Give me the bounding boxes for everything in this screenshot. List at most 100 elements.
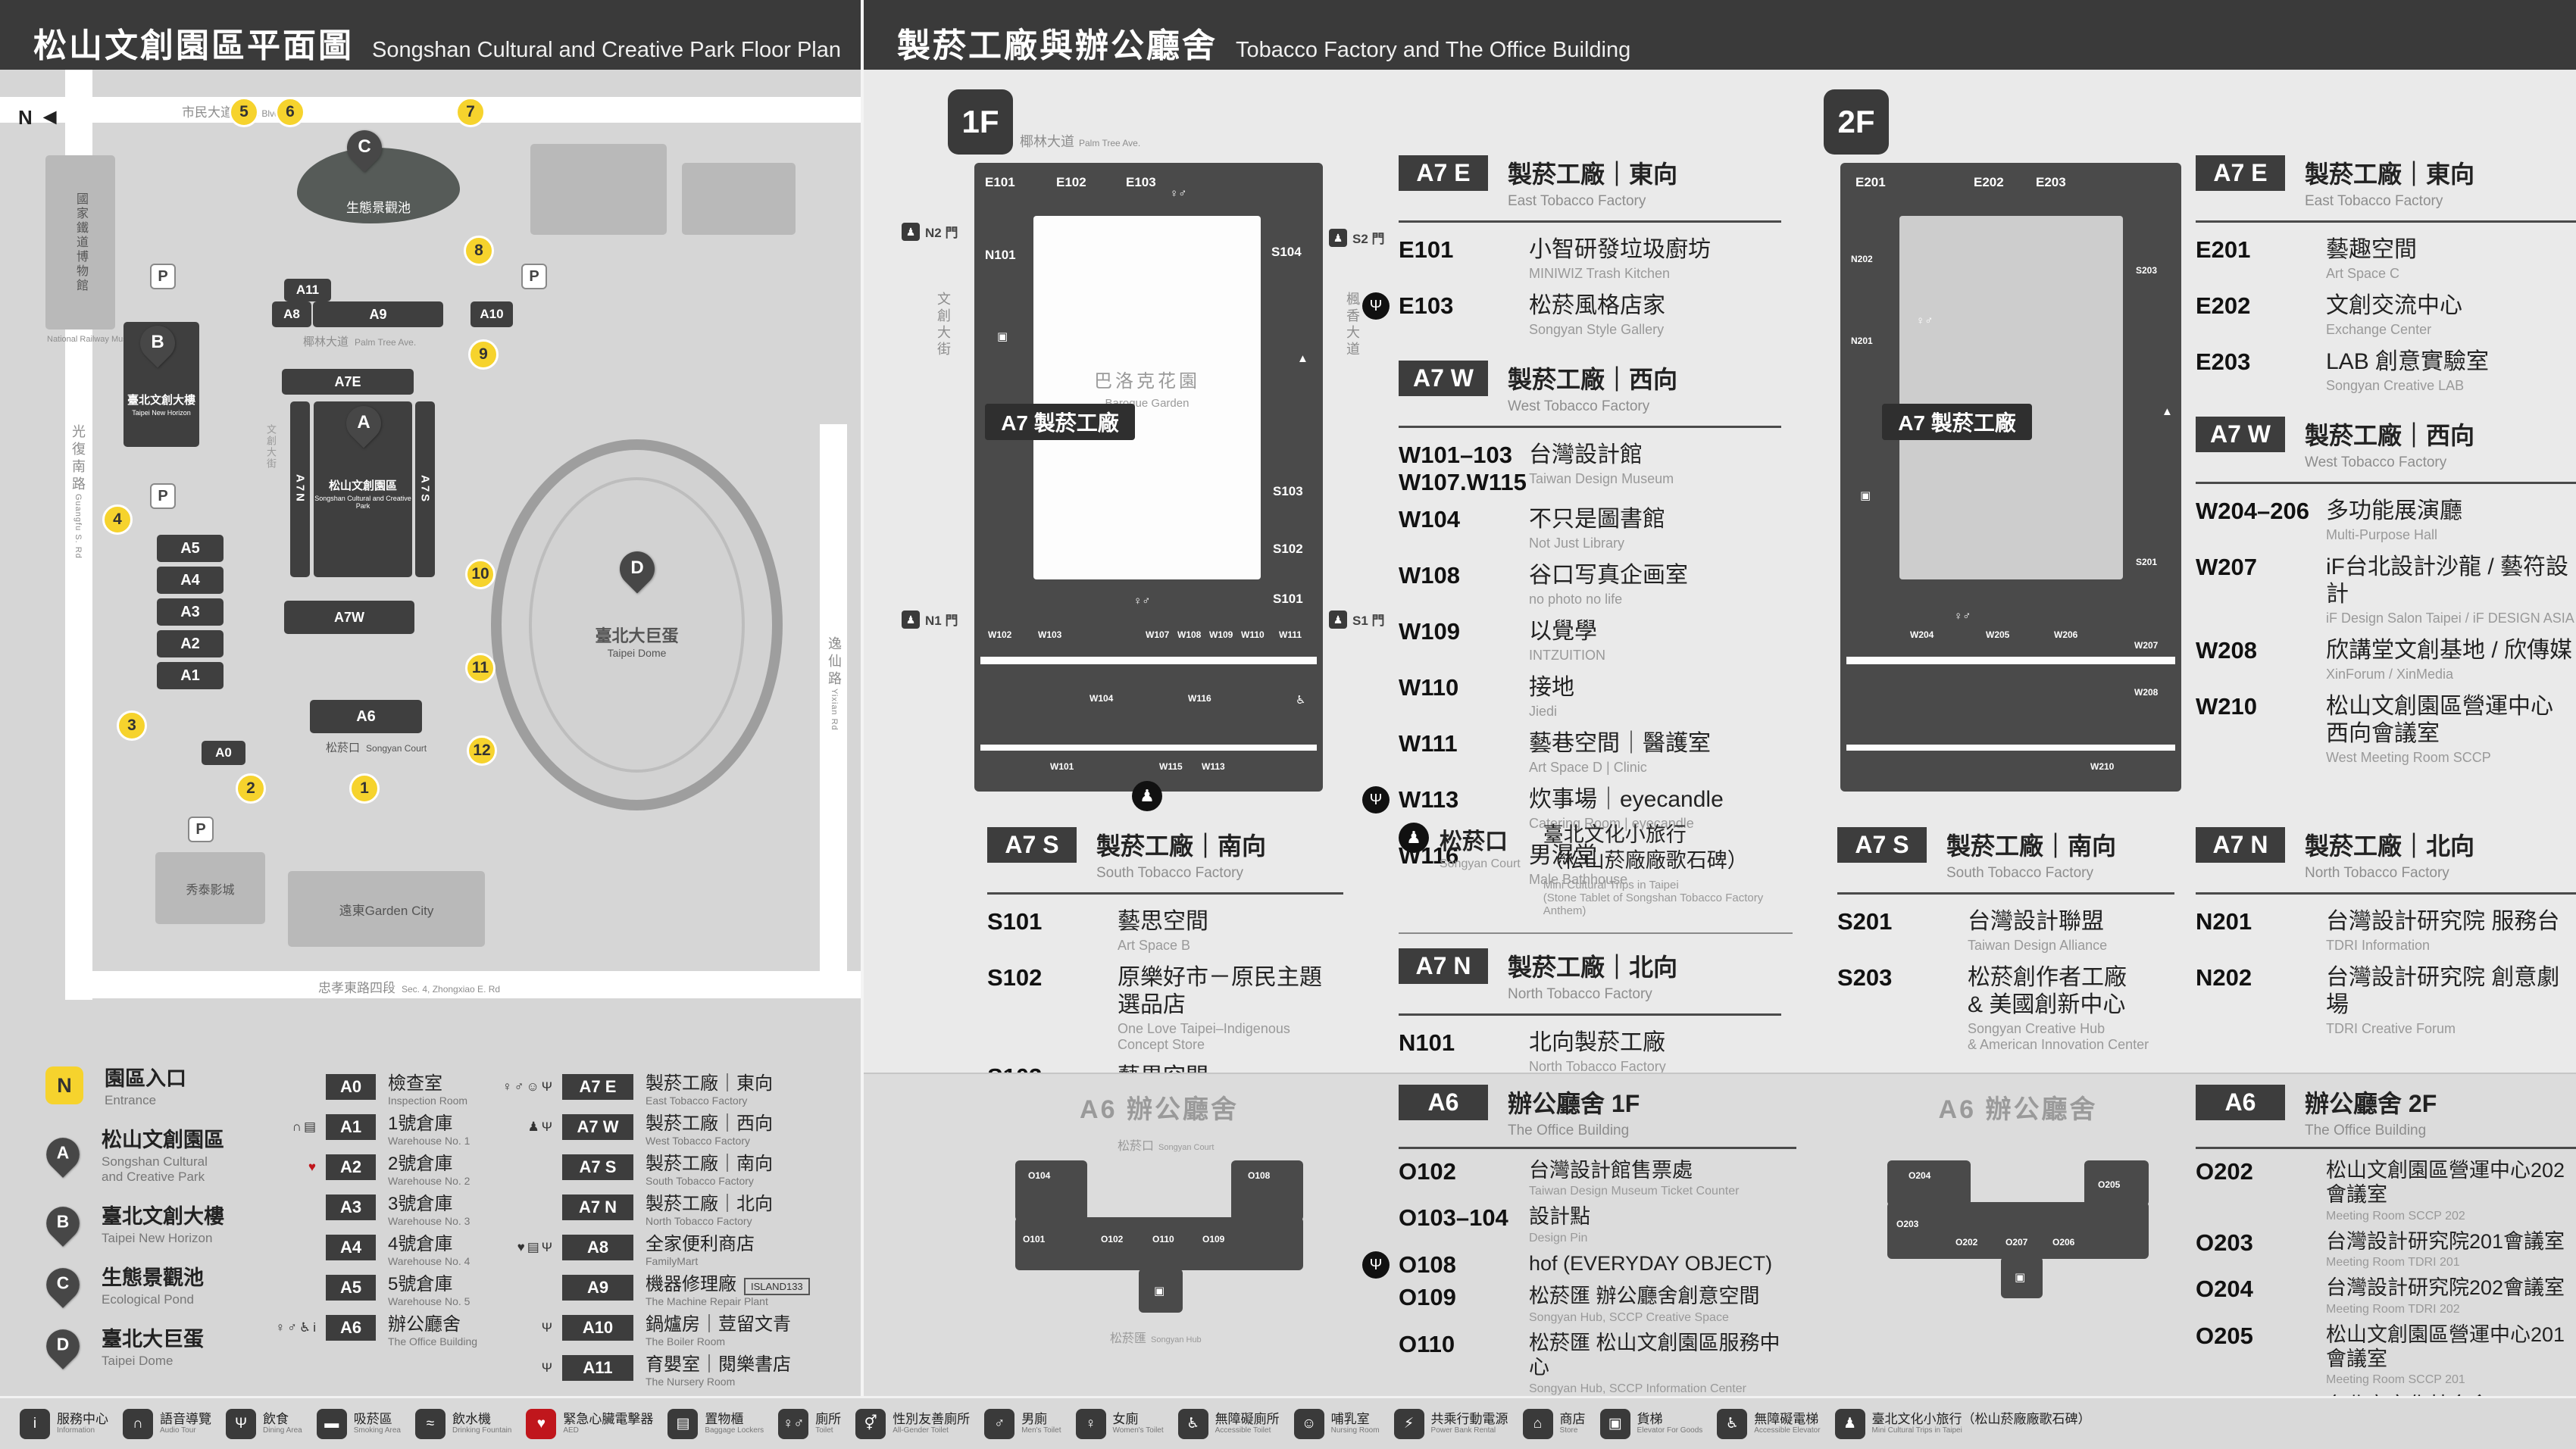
- left-header: 松山文創園區平面圖 Songshan Cultural and Creative…: [0, 0, 861, 70]
- plan-room-o110: O110: [1152, 1234, 1174, 1244]
- map-building-a9: A9: [313, 301, 443, 327]
- facility-zh: 女廁: [1112, 1412, 1139, 1427]
- floorplan-2f: A7 製菸工廠 E201 E202 E203 N202 N201 S203 S2…: [1840, 163, 2181, 792]
- room-name-zh: 台灣設計研究院202會議室: [2326, 1276, 2565, 1300]
- marker-4: 4: [102, 504, 133, 535]
- marker-6: 6: [275, 97, 305, 127]
- building-tag: A0: [326, 1074, 376, 1100]
- plan-room-w207: W207: [2134, 640, 2159, 651]
- section-title-zh: 製菸工廠｜南向: [1096, 832, 1267, 860]
- plan-room-n202: N202: [1851, 254, 1873, 264]
- room-name-en: Exchange Center: [2326, 322, 2432, 337]
- plan-room-s203: S203: [2136, 265, 2158, 276]
- room-name-zh: 松菸匯 辦公廳舍創意空間: [1529, 1285, 1760, 1308]
- plan-room-w110: W110: [1241, 629, 1265, 640]
- street-label: 文創大街: [936, 292, 951, 358]
- dining-icon: Ψ: [1362, 786, 1390, 814]
- room-code: W110: [1399, 674, 1459, 701]
- legend-en: South Tobacco Factory: [646, 1174, 754, 1187]
- court-item-zh: 臺北文化小旅行 （松山菸廠廠歌石碑）: [1543, 823, 1748, 872]
- facility-en: Men's Toilet: [1021, 1426, 1061, 1435]
- building-tag: A6: [326, 1315, 376, 1341]
- room-name-en: Design Pin: [1529, 1231, 1588, 1244]
- map-building-a1: A1: [157, 662, 224, 689]
- a7-center-label: A7 製菸工廠: [985, 404, 1135, 440]
- legend-zh: 檢查室: [388, 1073, 442, 1094]
- office-stub: [1139, 1269, 1183, 1313]
- facility-icon: ▣: [1599, 1408, 1630, 1439]
- building-tag: A9: [562, 1275, 633, 1301]
- facility-zh: 吸菸區: [353, 1412, 392, 1427]
- legend-row-icons: ♀♂♿i: [275, 1320, 318, 1335]
- room-code: S201: [1837, 908, 1893, 935]
- room-code: O203: [2196, 1229, 2253, 1256]
- room-code: W208: [2196, 637, 2257, 664]
- parking-icon: P: [188, 817, 214, 842]
- plan-room-s103: S103: [1273, 484, 1303, 498]
- songyan-court-walk-icon: ♟: [1132, 781, 1162, 811]
- room-name-en: INTZUITION: [1529, 648, 1605, 664]
- section-title-en: East Tobacco Factory: [2305, 193, 2443, 209]
- room-name-zh: 松菸創作者工廠 & 美國創新中心: [1968, 965, 2127, 1017]
- toilet-icon: ♀♂: [1916, 314, 1934, 327]
- section-title-zh: 辦公廳舍 1F: [1508, 1090, 1640, 1117]
- room-name-zh: 設計點: [1529, 1205, 1590, 1229]
- section-tag: A7 N: [2196, 827, 2285, 863]
- room-name-zh: 炊事場｜eyecandle: [1529, 787, 1724, 813]
- section-tag: A7 N: [1399, 948, 1488, 984]
- facility-icon: ♂: [984, 1408, 1015, 1439]
- map-building-a4: A4: [157, 567, 224, 594]
- dining-icon: Ψ: [1362, 292, 1390, 320]
- facility-icon: ≈: [414, 1408, 445, 1439]
- legend-row-icons: ♥▤Ψ: [517, 1240, 555, 1254]
- legend-zh: 2號倉庫: [388, 1153, 453, 1174]
- plan-room-w101: W101: [1050, 761, 1074, 772]
- room-name-zh: 松山文創園區營運中心201會議室: [2326, 1323, 2565, 1370]
- facility-zh: 無障礙電梯: [1754, 1412, 1819, 1427]
- legend-zh: 3號倉庫: [388, 1193, 453, 1214]
- plan-room-e101: E101: [985, 175, 1015, 189]
- room-name-zh: 松山文創園區營運中心202會議室: [2326, 1159, 2565, 1207]
- plan-room-o108: O108: [1248, 1170, 1271, 1181]
- facility-icon: Ψ: [226, 1408, 256, 1439]
- marker-2: 2: [236, 773, 266, 804]
- corridor: [980, 657, 1317, 664]
- pond-label: 生態景觀池: [346, 201, 411, 215]
- facility-en: Mini Cultural Trips in Taipei: [1871, 1426, 1962, 1435]
- right-header: 製菸工廠與辦公廳舍 Tobacco Factory and The Office…: [864, 0, 2576, 70]
- legend-en: East Tobacco Factory: [646, 1094, 748, 1107]
- plan-room-o101: O101: [1023, 1234, 1046, 1244]
- facility-en: Toilet: [815, 1426, 833, 1435]
- room-code: O102: [1399, 1158, 1456, 1185]
- legend-en: North Tobacco Factory: [646, 1214, 752, 1227]
- plan-room-w108: W108: [1177, 629, 1202, 640]
- left-title-en: Songshan Cultural and Creative Park Floo…: [372, 38, 841, 62]
- room-name-en: Songyan Creative LAB: [2326, 378, 2465, 393]
- building-tag: A5: [326, 1275, 376, 1301]
- cinema-block: 秀泰影城: [155, 852, 265, 924]
- legend-zh: 4號倉庫: [388, 1233, 453, 1254]
- toilet-icon: ♀♂: [1170, 187, 1187, 200]
- facility-icon: ☺: [1293, 1408, 1324, 1439]
- gate-s1: ♟S1 門: [1329, 610, 1385, 629]
- plan-room-e201: E201: [1855, 175, 1886, 189]
- plan-room-w116: W116: [1188, 693, 1211, 704]
- tobacco-factory-panel: 製菸工廠與辦公廳舍 Tobacco Factory and The Office…: [864, 0, 2576, 1449]
